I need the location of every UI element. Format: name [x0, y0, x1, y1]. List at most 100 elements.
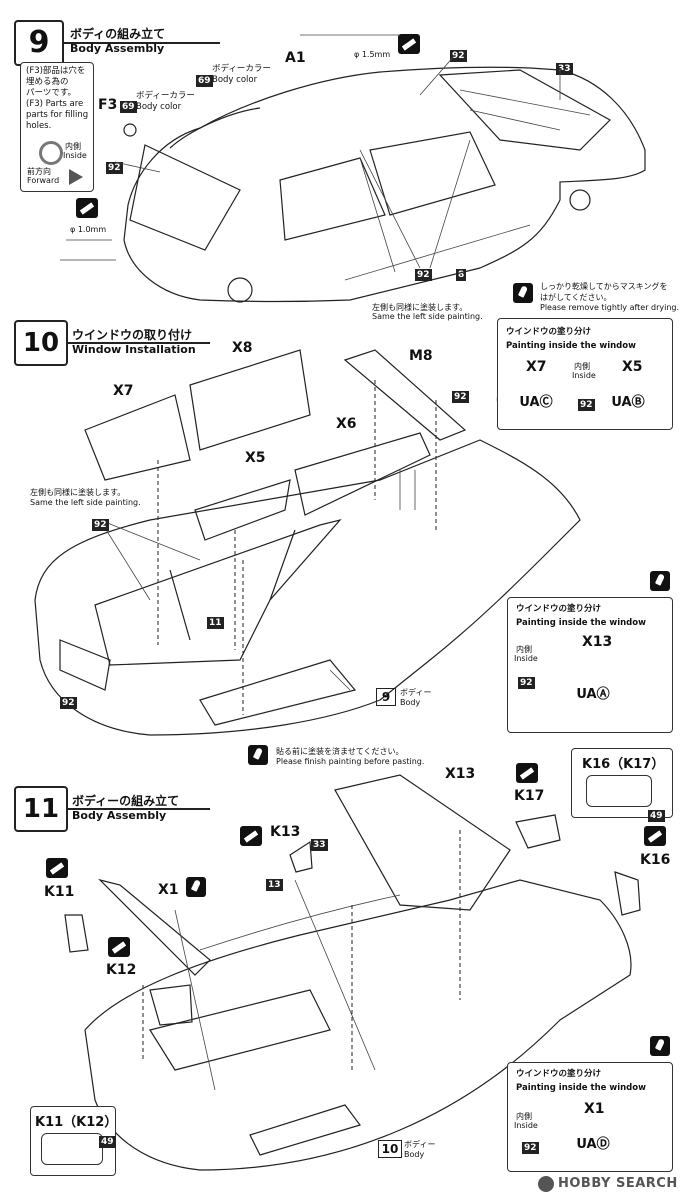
paint-11: 11: [207, 617, 224, 629]
glue-icon-k17: [516, 763, 538, 787]
step-10-title-en: Window Installation: [72, 343, 196, 356]
part-x13: X13: [445, 766, 476, 782]
brush-icon-9: [513, 282, 533, 303]
car-body-a1: [60, 34, 646, 303]
k16-box-title: K16（K17）: [582, 757, 665, 772]
paint-92-bottom: 92: [415, 269, 432, 281]
part-x1: X1: [158, 882, 179, 898]
step-9-title-jp: ボディの組み立て: [70, 27, 166, 41]
body-color-jp-1: ボディーカラー: [212, 64, 271, 74]
paint-92-top: 92: [450, 50, 467, 62]
body-en-10: Body: [400, 698, 421, 707]
part-k17: K17: [514, 788, 545, 804]
box2-inside-en: Inside: [514, 654, 538, 663]
box3-paint: 92: [522, 1142, 539, 1154]
forward-jp: 前方向: [27, 167, 51, 176]
brush-icon-11: [248, 744, 268, 765]
note-en-3: holes.: [26, 121, 52, 131]
step-10-number: 10: [14, 320, 68, 366]
body-jp-11: ボディー: [404, 1140, 436, 1149]
box2-title-en: Painting inside the window: [516, 618, 646, 628]
paint-69-a: 69: [196, 75, 213, 87]
box1-inside-jp: 内側: [574, 362, 590, 371]
left-same-jp-10: 左側も同様に塗装します。: [30, 488, 126, 497]
box2-part: X13: [582, 634, 613, 650]
body-jp-10: ボディー: [400, 688, 432, 697]
paint-92-side: 92: [92, 519, 109, 531]
step-9-number: 9: [14, 20, 64, 66]
box3-part: X1: [584, 1101, 605, 1117]
box2-title-jp: ウインドウの塗り分け: [516, 604, 602, 614]
mask-jp-1: しっかり乾燥してからマスキングを: [540, 282, 668, 291]
note-jp-1: (F3)部品は穴を: [26, 66, 86, 76]
note-jp-3: パーツです。: [26, 88, 76, 98]
step-11-number: 11: [14, 786, 68, 832]
k11-detail-box: K11（K12） 49: [30, 1106, 118, 1176]
k16-box-paint: 49: [648, 810, 665, 822]
box1-inside-en: Inside: [572, 371, 596, 380]
box1-paint: 92: [578, 399, 595, 411]
watermark: HOBBY SEARCH: [558, 1176, 678, 1191]
painting-box-3: ウインドウの塗り分け Painting inside the window X1…: [507, 1062, 673, 1172]
paint-13: 13: [266, 879, 283, 891]
forward-arrow-icon: [69, 169, 83, 185]
k11-box-part: [41, 1133, 103, 1165]
k11-box-paint: 49: [99, 1136, 116, 1148]
part-x6: X6: [336, 416, 357, 432]
box2-ua: UAⒶ: [576, 687, 610, 702]
box1-title-en: Painting inside the window: [506, 341, 636, 351]
part-k13: K13: [270, 824, 301, 840]
inside-ring-icon: [39, 141, 63, 165]
paint-first-en: Please finish painting before pasting.: [276, 757, 425, 766]
left-same-en-10: Same the left side painting.: [30, 498, 141, 507]
left-same-en-9: Same the left side painting.: [372, 312, 483, 321]
box3-ua: UAⒹ: [576, 1137, 610, 1152]
box2-inside-jp: 内側: [516, 645, 532, 654]
car-body-step10: [34, 380, 581, 736]
glue-icon-k11: [46, 858, 68, 882]
brush-icon-box2: [650, 570, 670, 591]
forward-en: Forward: [27, 176, 60, 185]
step-11-title-jp: ボディーの組み立て: [72, 794, 180, 808]
part-x7: X7: [113, 383, 134, 399]
paint-33-11: 33: [311, 839, 328, 851]
painting-box-1: ウインドウの塗り分け Painting inside the window X7…: [497, 318, 673, 430]
left-same-jp-9: 左側も同様に塗装します。: [372, 303, 468, 312]
f3-note-box: (F3)部品は穴を 埋める為の パーツです。 (F3) Parts are pa…: [20, 62, 94, 192]
box3-inside-jp: 内側: [516, 1112, 532, 1121]
glue-icon-k13: [240, 826, 262, 850]
hobby-search-logo-icon: [538, 1176, 554, 1192]
k11-box-title: K11（K12）: [35, 1115, 118, 1130]
part-k12: K12: [106, 962, 137, 978]
part-f3: F3: [98, 97, 118, 113]
box1-ua-left: UAⒸ: [519, 395, 553, 410]
drill-small: φ 1.0mm: [70, 225, 107, 234]
box3-inside-en: Inside: [514, 1121, 538, 1130]
body-en-11: Body: [404, 1150, 425, 1159]
part-m8: M8: [409, 348, 433, 364]
note-en-2: parts for filling: [26, 110, 89, 120]
window-parts: [84, 349, 467, 541]
box3-title-en: Painting inside the window: [516, 1083, 646, 1093]
body-ref-10: 10: [378, 1140, 402, 1158]
box1-title-jp: ウインドウの塗り分け: [506, 327, 592, 337]
box2-paint: 92: [518, 677, 535, 689]
brush-icon-box3: [650, 1035, 670, 1056]
drill-icon-small: [76, 198, 98, 222]
part-k11: K11: [44, 884, 75, 900]
step-11-title-en: Body Assembly: [72, 809, 167, 822]
paint-first-jp: 貼る前に塗装を済ませてください。: [276, 747, 404, 756]
brush-icon-x1: [186, 876, 206, 897]
mask-en: Please remove tightly after drying.: [540, 303, 680, 312]
k16-detail-box: K16（K17） 49: [571, 748, 673, 822]
body-ref-9: 9: [376, 688, 396, 706]
box3-title-jp: ウインドウの塗り分け: [516, 1069, 602, 1079]
part-x8: X8: [232, 340, 253, 356]
drill-icon-large: [398, 34, 420, 58]
body-color-jp-2: ボディーカラー: [136, 91, 195, 101]
drill-large: φ 1.5mm: [354, 50, 391, 59]
step-9-title-en: Body Assembly: [70, 42, 165, 55]
box1-ua-right: UAⒷ: [611, 395, 645, 410]
painting-box-2: ウインドウの塗り分け Painting inside the window X1…: [507, 597, 673, 733]
k16-box-part: [586, 775, 652, 807]
